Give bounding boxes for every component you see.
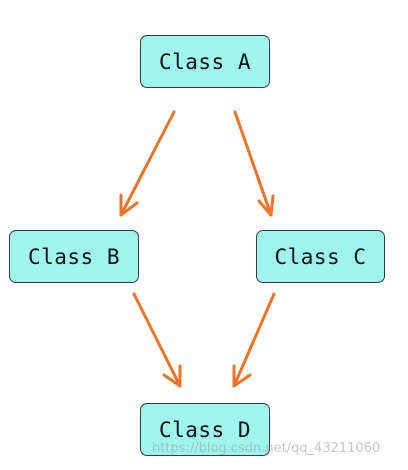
class-b-node: Class B <box>9 230 139 283</box>
edge-a-to-c-arrow <box>233 110 275 217</box>
watermark-text: https://blog.csdn.net/qq_43211060 <box>152 441 381 456</box>
class-c-label: Class C <box>274 244 367 269</box>
class-d-label: Class D <box>158 417 251 442</box>
edge-c-to-d-arrow <box>232 292 276 388</box>
edge-b-to-d-arrow <box>132 292 182 388</box>
class-a-label: Class A <box>158 49 251 74</box>
class-a-node: Class A <box>140 35 270 88</box>
class-d-node: Class D <box>140 403 270 456</box>
class-b-label: Class B <box>27 244 120 269</box>
class-c-node: Class C <box>256 230 385 283</box>
edge-a-to-b-arrow <box>119 110 176 217</box>
